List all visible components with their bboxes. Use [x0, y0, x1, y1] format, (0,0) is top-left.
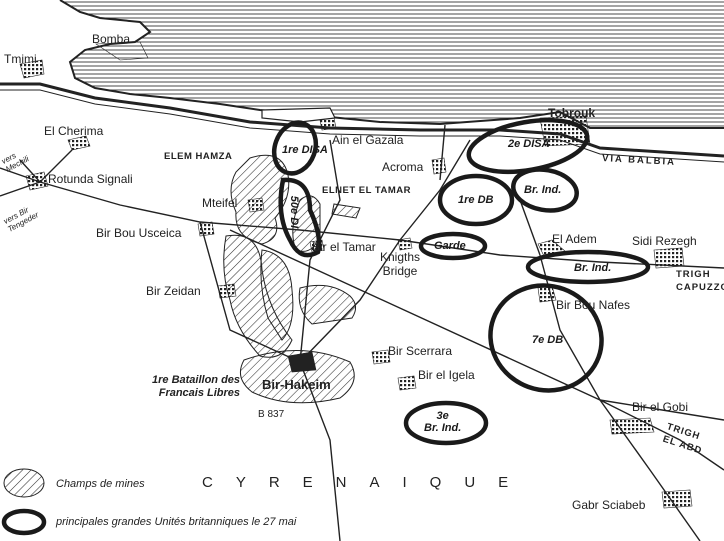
- label-elem-hamza: ELEM HAMZA: [164, 151, 233, 162]
- unit-ovals: [271, 117, 651, 446]
- label-bir-el-tamar: Bir el Tamar: [312, 240, 376, 254]
- label-bir-el-gobi: Bir el Gobi: [632, 400, 689, 414]
- label-ain-el-gazala: Ain el Gazala: [332, 133, 404, 147]
- label-bir-zeidan: Bir Zeidan: [146, 284, 201, 298]
- label-cyrenaique: CYRENAIQUE: [202, 474, 532, 491]
- label-bir-el-igela: Bir el Igela: [418, 368, 475, 382]
- label-knigths-bridge: Knigths Bridge: [380, 250, 421, 278]
- label-bomba: Bomba: [92, 32, 131, 46]
- legend-unit-symbol: [1, 508, 47, 536]
- unit-2e-disa: 2e DISA: [508, 138, 550, 150]
- label-elnet-el-tamar: ELNET EL TAMAR: [322, 185, 411, 196]
- label-tobrouk: Tobrouk: [548, 106, 596, 120]
- sea: [60, 0, 724, 128]
- unit-br-ind-b: Br. Ind.: [574, 262, 612, 274]
- unit-br-ind-a: Br. Ind.: [524, 184, 562, 196]
- unit-1re-disa: 1re DISA: [282, 144, 328, 156]
- coastline: [59, 0, 724, 129]
- label-bir-bou-nafes: Bir Bou Nafes: [556, 298, 631, 312]
- label-el-adem: El Adem: [552, 232, 597, 246]
- unit-1re-db: 1re DB: [458, 194, 494, 206]
- label-b837: B 837: [258, 409, 285, 420]
- label-gabr-sciabeb: Gabr Sciabeb: [572, 498, 646, 512]
- legend-minefields: Champs de mines: [56, 478, 145, 490]
- gazala-lagoon: [261, 107, 336, 123]
- label-el-cherima: El Cherima: [44, 124, 104, 138]
- label-bir-hakeim: Bir-Hakeim: [262, 377, 331, 392]
- label-tmimi: Tmimi: [4, 52, 37, 66]
- unit-3e-br-ind: 3e Br. Ind.: [424, 410, 462, 434]
- legend-units: principales grandes Unités britanniques …: [56, 516, 297, 528]
- label-acroma: Acroma: [382, 160, 424, 174]
- label-bir-scerrara: Bir Scerrara: [388, 344, 453, 358]
- unit-garde: Garde: [434, 240, 466, 252]
- label-trigh-capuzzo: TRIGH CAPUZZO: [676, 269, 724, 293]
- label-bataillon: 1re Bataillon des Francais Libres: [152, 374, 241, 399]
- unit-50e-di: 50e DI: [288, 195, 301, 229]
- label-bir-bou-usceica: Bir Bou Usceica: [96, 226, 182, 240]
- unit-7e-db: 7e DB: [532, 334, 564, 346]
- label-rotunda-signali: Rotunda Signali: [48, 172, 133, 186]
- label-mteifel: Mteifel: [202, 196, 238, 210]
- legend-minefield-symbol: [3, 468, 45, 498]
- minefields: [223, 154, 361, 404]
- label-sidi-rezegh: Sidi Rezegh: [632, 234, 697, 248]
